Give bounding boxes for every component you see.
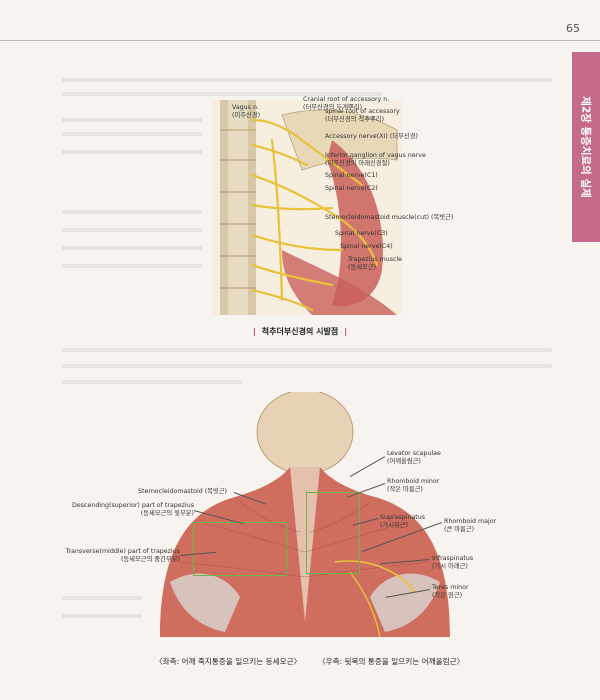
label-trapezius-ko: (등세모근) [348, 263, 377, 271]
label-infraspinatus-ko: (가시 아래근) [432, 562, 468, 570]
label-vagus: Vagus n. [232, 104, 259, 111]
label-descending-trap-ko: (등세모근의 윗부분) [140, 509, 194, 517]
label-inferior-ganglion: Inferior ganglion of vagus nerve [325, 152, 426, 159]
label-cranial-root-ko: (더부신경의 두개뿌리) [303, 103, 363, 111]
caption-right: 〈우측: 뒷목의 통증을 일으키는 어깨올림근〉 [318, 657, 465, 666]
label-levator: Levator scapulae [387, 450, 441, 457]
label-inferior-ganglion-ko: (미주신경의 아래신경절) [325, 159, 390, 167]
label-teres-minor-ko: (작은 원근) [432, 591, 463, 599]
label-rhomboid-major-ko: (큰 마름근) [444, 525, 475, 533]
accessory-nerve-illustration [212, 100, 402, 315]
label-teres-minor: Teres minor [432, 584, 469, 591]
label-spinal-root-ko: (더부신경의 척추뿌리) [325, 115, 385, 123]
label-rhomboid-major: Rhomboid major [444, 518, 497, 525]
label-scm-cut: Sternocleidomastoid muscle(cut) (목빗근) [325, 214, 454, 221]
label-descending-trap: Descending(superior) part of trapezius [71, 502, 194, 509]
trapezius-highlight-box [193, 522, 287, 576]
label-infraspinatus: Infraspinatus [432, 555, 474, 562]
label-spinal-root: spinal root of accessory [325, 108, 400, 115]
back-muscles-illustration [160, 392, 450, 637]
caption-left: 〈좌측: 어깨 죽지통증을 일으키는 등세모근〉 [155, 657, 302, 666]
label-rhomboid-minor: Rhomboid minor [387, 478, 440, 485]
label-cranial-root: Cranial root of accessory n. [303, 96, 390, 103]
label-transverse-trap-ko: (등세모근의 중간부분) [120, 555, 180, 563]
figure-top-caption: |척추더부신경의 시발점| [252, 327, 348, 336]
label-spinal-c4: Spinal nerve(C4) [340, 243, 393, 250]
levator-highlight-box [306, 492, 360, 574]
label-transverse-trap: Transverse(middle) part of trapezius [65, 548, 181, 555]
label-rhomboid-minor-ko: (작은 마름근) [387, 485, 423, 493]
label-trapezius: Trapezius muscle [348, 256, 403, 263]
label-supraspinatus: Supraspinatus [380, 514, 426, 521]
label-spinal-c2: Spinal nerve(C2) [325, 185, 378, 192]
figure-top-caption-text: 척추더부신경의 시발점 [261, 327, 339, 336]
label-spinal-c1: Spinal nerve(C1) [325, 172, 378, 179]
label-vagus-ko: (미주신경) [232, 111, 261, 119]
label-scm: Sternocleidomastoid (목빗근) [138, 488, 227, 495]
chapter-tab-label: 제2장 통증치료의 실제 [579, 96, 592, 198]
label-accessory-nerve: Accessory nerve(XI) (더부신경) [325, 133, 418, 140]
label-supraspinatus-ko: (가시위근) [380, 521, 409, 529]
label-levator-ko: (어깨올림근) [387, 457, 421, 465]
chapter-tab: 제2장 통증치료의 실제 [572, 52, 600, 242]
header-rule [0, 40, 600, 41]
label-spinal-c3: Spinal nerve(C3) [335, 230, 388, 237]
page-number: 65 [566, 22, 580, 35]
